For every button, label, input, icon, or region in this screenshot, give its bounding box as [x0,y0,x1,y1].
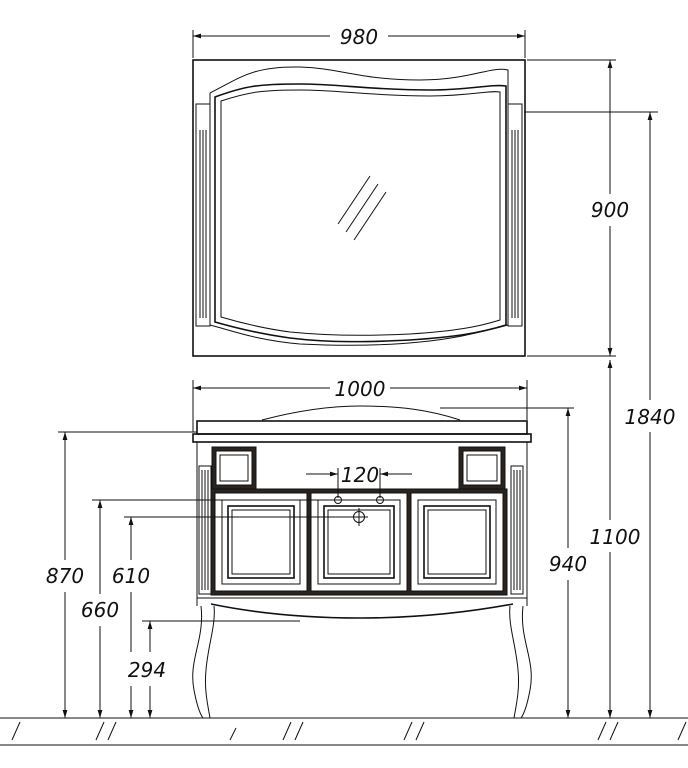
mirror-right-pilaster [507,103,523,327]
vanity-cabinet [192,405,532,719]
glass-reflection [337,175,387,241]
leg-height-label: 294 [128,658,166,682]
mirror-bottom-height-label: 1100 [590,525,641,549]
basin-rim [261,405,461,421]
countertop [196,420,528,435]
mirror [192,59,526,357]
siphon-height-2-label: 660 [81,598,119,622]
mirror-left-pilaster [195,103,211,327]
door-middle [310,492,408,592]
total-height-label: 1840 [625,405,676,429]
floor [0,717,688,746]
cabinet-left-fluting [198,465,212,595]
door-right [410,492,504,592]
mirror-height-label: 900 [591,198,629,222]
mirror-crown-outer [209,66,509,104]
cabinet-right-fluting [510,465,524,595]
cabinet-height-label: 870 [46,564,84,588]
cabinet-width-label: 1000 [335,377,386,401]
mirror-width-label: 980 [340,25,378,49]
door-left [214,492,308,592]
mirror-outer-frame [192,59,526,357]
floor-hatching [11,721,687,741]
right-top-block [458,446,506,490]
cabinet-back-height-label: 940 [549,552,587,576]
dimension-labels: 980 900 1000 120 1840 1100 940 870 610 6… [46,25,676,682]
mirror-glass [214,83,507,343]
left-top-block [211,446,257,490]
siphon-height-1-label: 610 [112,564,150,588]
dimension-lines [58,30,658,718]
faucet-spacing-label: 120 [341,463,379,487]
